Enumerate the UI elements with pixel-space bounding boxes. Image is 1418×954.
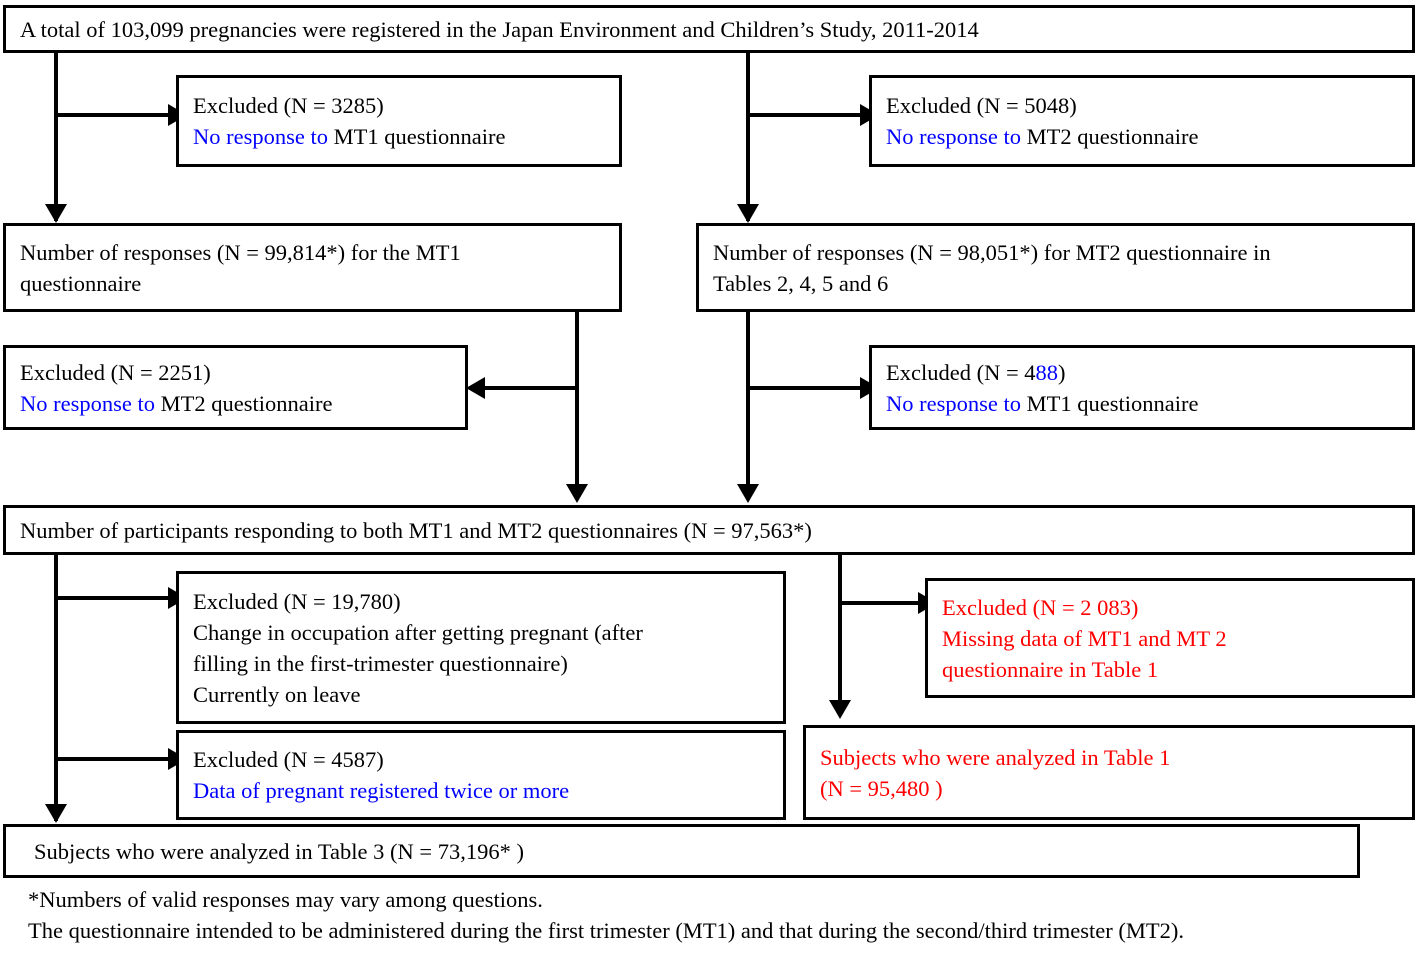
connector-mt2-trunk (746, 312, 750, 485)
box-excluded-3285: Excluded (N = 3285) No response to MT1 q… (176, 75, 622, 167)
excluded-5048-reason: No response to MT2 questionnaire (886, 124, 1199, 149)
connector-both-left-trunk (54, 555, 58, 821)
responses-mt1-line1: Number of responses (N = 99,814*) for th… (20, 239, 461, 265)
arrowhead-mt2-to-both (737, 484, 759, 503)
arrowhead-to-table3-result (45, 804, 67, 823)
excluded-19780-count: Excluded (N = 19,780) (193, 588, 401, 614)
connector-top-left-branch (56, 113, 170, 117)
excluded-2251-count: Excluded (N = 2251) (20, 359, 211, 385)
excluded-19780-reason2: filling in the first-trimester questionn… (193, 650, 568, 676)
arrowhead-mt1-to-both (566, 484, 588, 503)
box-total-pregnancies-text: A total of 103,099 pregnancies were regi… (20, 16, 979, 42)
arrowhead-to-table1-result (829, 700, 851, 719)
arrowhead-to-responses-mt2 (737, 204, 759, 223)
connector-top-right-branch (748, 113, 862, 117)
table3-result-text: Subjects who were analyzed in Table 3 (N… (34, 838, 524, 864)
footnote-line-1: *Numbers of valid responses may vary amo… (28, 887, 543, 912)
table1-result-line1: Subjects who were analyzed in Table 1 (820, 744, 1171, 770)
responses-mt1-line2: questionnaire (20, 270, 142, 296)
excluded-2083-count: Excluded (N = 2 083) (942, 594, 1139, 620)
responses-mt2-line1: Number of responses (N = 98,051*) for MT… (713, 239, 1271, 265)
box-excluded-19780: Excluded (N = 19,780) Change in occupati… (176, 571, 786, 724)
connector-both-to-excluded-19780 (56, 596, 170, 600)
connector-both-to-excluded-2083 (840, 601, 920, 605)
box-excluded-2083: Excluded (N = 2 083) Missing data of MT1… (925, 578, 1415, 698)
box-excluded-2251: Excluded (N = 2251) No response to MT2 q… (3, 345, 468, 430)
excluded-19780-reason1: Change in occupation after getting pregn… (193, 619, 643, 645)
excluded-488-count: Excluded (N = 488) (886, 359, 1066, 385)
box-both-mt1-mt2: Number of participants responding to bot… (3, 505, 1415, 555)
excluded-4587-reason: Data of pregnant registered twice or mor… (193, 778, 570, 803)
connector-both-to-excluded-4587 (56, 757, 170, 761)
box-excluded-5048: Excluded (N = 5048) No response to MT2 q… (869, 75, 1415, 167)
excluded-3285-count: Excluded (N = 3285) (193, 93, 384, 118)
connector-mt2-to-excluded-488 (748, 386, 862, 390)
box-total-pregnancies: A total of 103,099 pregnancies were regi… (3, 5, 1415, 53)
excluded-2083-reason1: Missing data of MT1 and MT 2 (942, 625, 1227, 651)
excluded-2083-reason2: questionnaire in Table 1 (942, 656, 1159, 682)
box-excluded-488: Excluded (N = 488) No response to MT1 qu… (869, 345, 1415, 430)
table1-result-line2: (N = 95,480 ) (820, 775, 943, 801)
box-responses-mt1: Number of responses (N = 99,814*) for th… (3, 223, 622, 312)
connector-mt1-trunk (575, 312, 579, 485)
excluded-19780-reason3: Currently on leave (193, 681, 361, 707)
excluded-4587-count: Excluded (N = 4587) (193, 747, 384, 772)
connector-both-right-trunk (838, 555, 842, 711)
excluded-488-reason: No response to MT1 questionnaire (886, 390, 1199, 416)
box-table3-result: Subjects who were analyzed in Table 3 (N… (3, 824, 1360, 878)
box-responses-mt2: Number of responses (N = 98,051*) for MT… (696, 223, 1415, 312)
both-mt1-mt2-text: Number of participants responding to bot… (20, 517, 812, 543)
connector-mt1-to-excluded-2251 (485, 386, 577, 390)
excluded-5048-count: Excluded (N = 5048) (886, 93, 1077, 118)
excluded-3285-reason: No response to MT1 questionnaire (193, 124, 506, 149)
box-table1-result: Subjects who were analyzed in Table 1 (N… (803, 725, 1415, 820)
connector-top-right-trunk (746, 53, 750, 221)
footnote-line-2: The questionnaire intended to be adminis… (28, 918, 1184, 943)
connector-top-left-trunk (54, 53, 58, 221)
arrowhead-to-excluded-2251 (466, 377, 485, 399)
arrowhead-to-responses-mt1 (45, 204, 67, 223)
box-excluded-4587: Excluded (N = 4587) Data of pregnant reg… (176, 730, 786, 820)
responses-mt2-line2: Tables 2, 4, 5 and 6 (713, 270, 889, 296)
excluded-2251-reason: No response to MT2 questionnaire (20, 390, 333, 416)
